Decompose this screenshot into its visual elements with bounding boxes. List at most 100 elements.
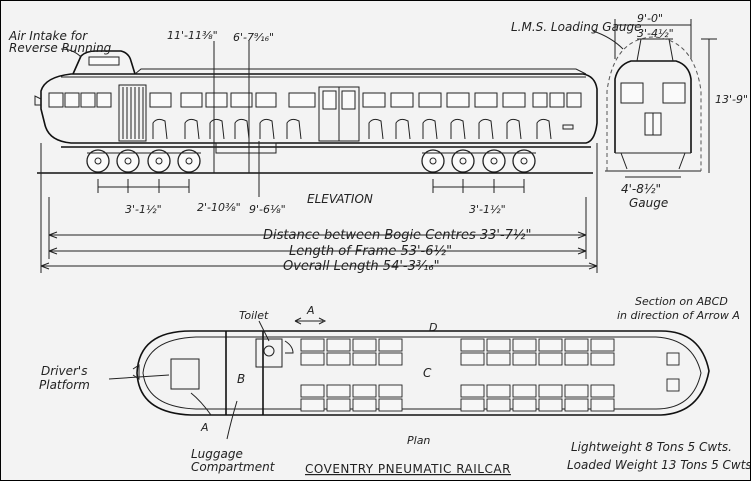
bogie-right-wheels bbox=[421, 149, 536, 173]
elevation-view bbox=[34, 41, 598, 273]
plan-body-outline bbox=[136, 330, 710, 416]
arrow-a bbox=[294, 317, 327, 325]
plan-seat bbox=[590, 338, 615, 352]
plan-seat bbox=[590, 352, 615, 366]
drivers-platform-label-2: Platform bbox=[39, 378, 90, 392]
plan-seat bbox=[486, 352, 511, 366]
dim-label-height: 13'-9" bbox=[715, 93, 748, 106]
lightweight-label: Lightweight 8 Tons 5 Cwts. bbox=[571, 440, 732, 454]
plan-seat bbox=[378, 338, 403, 352]
windows-right bbox=[288, 92, 582, 108]
plan-seat bbox=[486, 398, 511, 412]
toilet-leader bbox=[258, 320, 270, 342]
roof-rail bbox=[134, 68, 587, 75]
plan-seat bbox=[564, 352, 589, 366]
plan-seat bbox=[460, 398, 485, 412]
plan-seat bbox=[538, 398, 563, 412]
elevation-label: ELEVATION bbox=[307, 192, 373, 206]
loading-gauge-outline bbox=[606, 36, 702, 171]
plan-seat bbox=[326, 338, 351, 352]
plan-seat bbox=[538, 352, 563, 366]
frame-length-label: Length of Frame 53'-6½" bbox=[289, 244, 452, 259]
drivers-platform-label-1: Driver's bbox=[41, 364, 87, 378]
plan-seat bbox=[564, 338, 589, 352]
drawing-title: COVENTRY PNEUMATIC RAILCAR bbox=[305, 462, 511, 476]
plan-seat bbox=[378, 352, 403, 366]
plan-letter-c: C bbox=[423, 366, 432, 380]
plan-seat bbox=[300, 384, 325, 398]
rear-seat-bottom bbox=[666, 378, 680, 392]
plan-letter-d: D bbox=[429, 321, 437, 334]
plan-letter-a: A bbox=[200, 421, 209, 434]
plan-view bbox=[108, 317, 710, 440]
end-view bbox=[592, 19, 717, 178]
air-intake-grille bbox=[88, 56, 120, 66]
windows-left bbox=[48, 92, 277, 108]
plan-seat bbox=[352, 398, 377, 412]
plan-seat bbox=[378, 384, 403, 398]
plan-seat bbox=[326, 352, 351, 366]
luggage-leader bbox=[226, 400, 238, 440]
plan-label: Plan bbox=[407, 434, 430, 447]
plan-seat bbox=[512, 384, 537, 398]
dim-label-top-1: 11'-11⅜" bbox=[167, 29, 218, 42]
dim-label-wheel-left: 3'-1½" bbox=[125, 203, 162, 216]
luggage-door-slats bbox=[122, 87, 144, 139]
plan-seat bbox=[512, 352, 537, 366]
dim-label-top-2: 6'-7⁹⁄₁₆" bbox=[233, 31, 274, 44]
plan-seat bbox=[352, 384, 377, 398]
plan-seat bbox=[486, 338, 511, 352]
plan-seat bbox=[460, 384, 485, 398]
dim-label-width: 9'-0" bbox=[637, 12, 663, 25]
plan-seat bbox=[564, 384, 589, 398]
plan-seat bbox=[460, 352, 485, 366]
plan-seat bbox=[590, 384, 615, 398]
driver-platform-leader bbox=[108, 374, 170, 380]
plan-seat bbox=[300, 338, 325, 352]
gauge-value-label: 4'-8½" bbox=[621, 182, 661, 196]
plan-seat bbox=[300, 398, 325, 412]
plan-seat bbox=[538, 338, 563, 352]
air-intake-label-1: Air Intake for bbox=[8, 29, 88, 43]
plan-seat-rows bbox=[300, 338, 615, 412]
plan-seat bbox=[538, 384, 563, 398]
plan-seat bbox=[564, 398, 589, 412]
plan-seat bbox=[590, 398, 615, 412]
lms-gauge-label: L.M.S. Loading Gauge bbox=[511, 20, 642, 34]
arrow-a-label: A bbox=[306, 304, 315, 317]
luggage-label-2: Compartment bbox=[191, 460, 276, 474]
loaded-weight-label: Loaded Weight 13 Tons 5 Cwts bbox=[567, 458, 750, 472]
underframe-tank bbox=[215, 142, 277, 154]
plan-seat bbox=[486, 384, 511, 398]
gauge-word-label: Gauge bbox=[629, 196, 668, 210]
air-intake-hump bbox=[72, 50, 136, 75]
end-view-outline bbox=[614, 60, 692, 153]
plan-letter-b: B bbox=[237, 372, 245, 386]
rear-seat-top bbox=[666, 352, 680, 366]
plan-seat bbox=[326, 398, 351, 412]
luggage-label-1: Luggage bbox=[191, 447, 243, 461]
bogie-left-wheels bbox=[86, 149, 201, 173]
plan-seat bbox=[326, 384, 351, 398]
luggage-door bbox=[118, 84, 147, 142]
section-label-2: in direction of Arrow A bbox=[617, 309, 740, 322]
loading-gauge-leader bbox=[592, 30, 624, 50]
dim-label-roof: 3'-4½" bbox=[637, 27, 674, 40]
section-label-1: Section on ABCD bbox=[635, 295, 728, 308]
end-view-roof-hump bbox=[636, 38, 674, 62]
plan-seat bbox=[378, 398, 403, 412]
toilet-label: Toilet bbox=[239, 309, 269, 322]
plan-seat bbox=[352, 338, 377, 352]
dim-label-mid-1: 2'-10⅜" bbox=[197, 201, 241, 214]
plan-seat bbox=[460, 338, 485, 352]
side-plate bbox=[562, 124, 574, 130]
drivers-console bbox=[170, 358, 200, 390]
elevation-seats bbox=[152, 118, 552, 140]
dim-label-wheel-right: 3'-1½" bbox=[469, 203, 506, 216]
toilet-room bbox=[255, 338, 283, 368]
plan-seat bbox=[512, 398, 537, 412]
toilet-bowl bbox=[263, 345, 275, 357]
dim-label-mid-2: 9'-6⅛" bbox=[249, 203, 286, 216]
